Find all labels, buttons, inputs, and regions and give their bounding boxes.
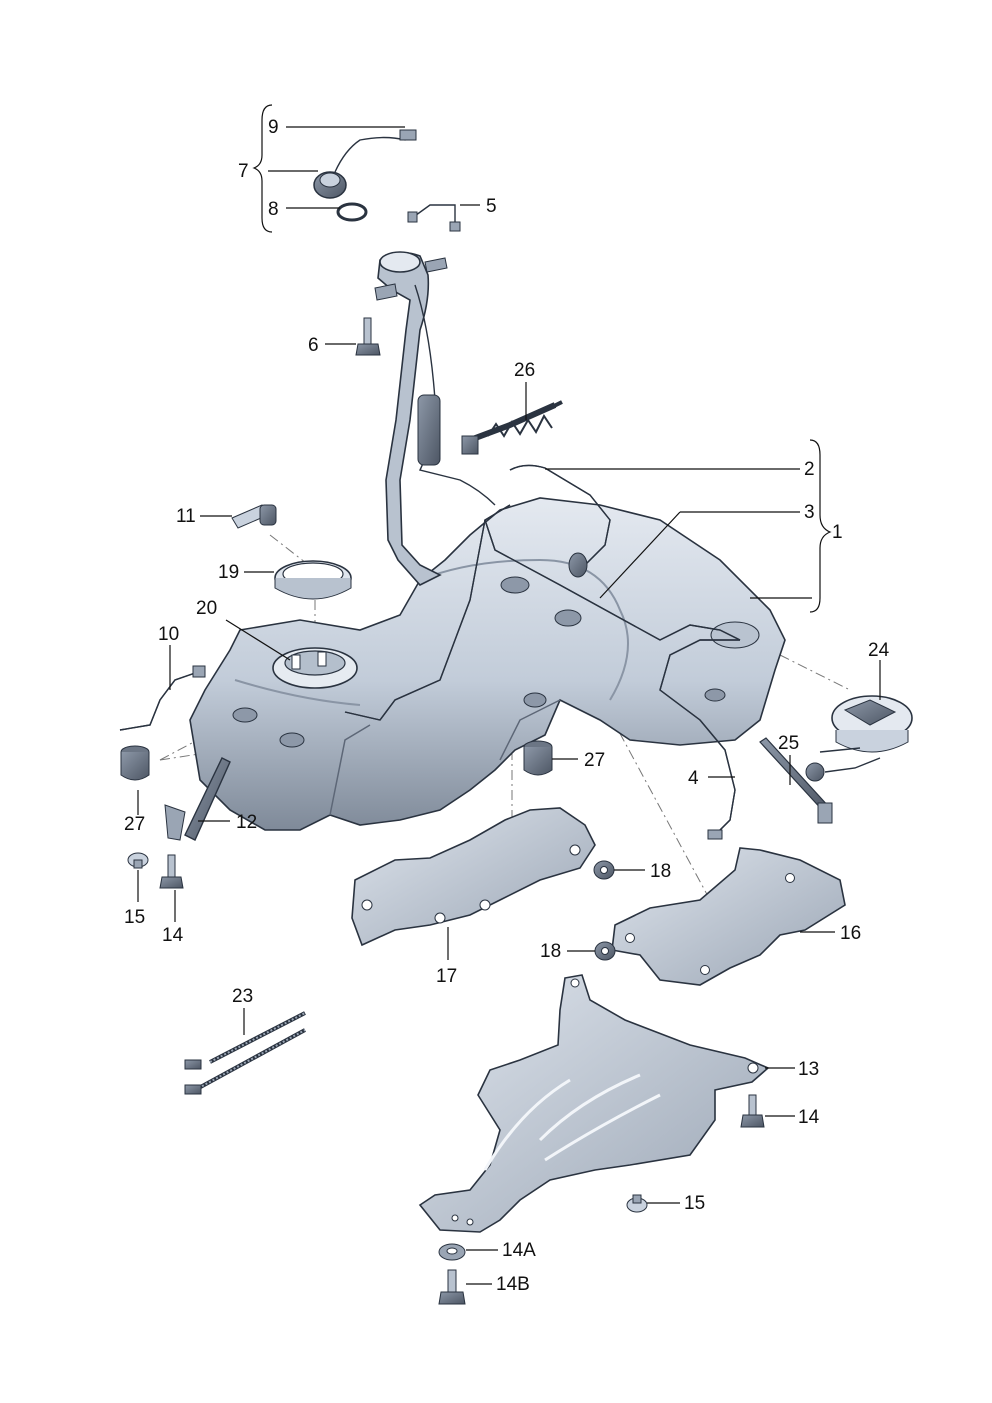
tank-mount-hole (279, 732, 305, 748)
rubber-mount-27-left (120, 745, 150, 781)
bolt-14-left (159, 854, 184, 889)
cable-ties-23 (184, 1011, 306, 1095)
washer-14a (438, 1243, 466, 1261)
nut-18-lower (594, 941, 616, 961)
tank-mount-hole (554, 609, 582, 627)
bracket-group-7 (252, 104, 273, 233)
label-7: 7 (238, 161, 249, 182)
label-14b: 14B (496, 1274, 530, 1295)
bracket-group-1 (809, 439, 832, 613)
label-12: 12 (236, 812, 257, 833)
line-connector (407, 211, 418, 223)
label-16: 16 (840, 923, 861, 944)
label-8: 8 (268, 199, 279, 220)
filler-neck-bracket (374, 283, 398, 301)
bellows-hose-26 (461, 400, 563, 455)
pump-opening (710, 621, 760, 649)
guard-hole (466, 1218, 474, 1226)
filler-neck-mouth (379, 251, 421, 273)
fuel-pump-flange-24 (805, 695, 913, 782)
guard-hole (747, 1062, 759, 1074)
filler-breather-valve (417, 394, 441, 466)
guard-hole (570, 978, 580, 988)
tank-strap-12 (184, 757, 231, 841)
nut-18-upper (593, 860, 615, 880)
leader-lines (137, 126, 881, 1285)
tank-mount-hole (232, 707, 258, 723)
breather-valve (568, 552, 588, 578)
label-14a: 14A (502, 1240, 536, 1261)
shield-hole (361, 899, 373, 911)
label-2: 2 (804, 459, 815, 480)
label-1: 1 (832, 522, 843, 543)
label-3: 3 (804, 502, 815, 523)
tether-9 (334, 129, 416, 173)
label-24: 24 (868, 640, 890, 661)
label-14-right: 14 (798, 1107, 820, 1128)
sender-unit-20 (272, 647, 358, 689)
label-17: 17 (436, 966, 457, 987)
label-14-left: 14 (162, 925, 184, 946)
fuel-cap-7 (313, 171, 347, 199)
angle-connector-11 (231, 504, 277, 529)
label-9: 9 (268, 117, 279, 138)
tether-clip (399, 129, 417, 141)
shield-hole (569, 844, 581, 856)
guard-stamping-lines (483, 1073, 661, 1171)
hose-connector (192, 665, 206, 678)
label-27-left: 27 (124, 814, 145, 835)
part-labels: 9 7 8 5 6 26 2 3 1 11 19 20 10 24 25 27 … (124, 117, 890, 1295)
label-18-lower: 18 (540, 941, 561, 962)
lock-ring-19 (274, 560, 352, 600)
tank-mount-hole (500, 576, 530, 594)
tie-head (184, 1059, 202, 1070)
line-5 (411, 204, 456, 225)
filler-neck-bracket (424, 257, 448, 273)
label-4: 4 (688, 768, 699, 789)
label-11: 11 (176, 506, 196, 527)
tie-head (184, 1084, 202, 1095)
label-18-upper: 18 (650, 861, 671, 882)
heat-shield-16 (611, 847, 846, 986)
label-13: 13 (798, 1059, 819, 1080)
label-5: 5 (486, 196, 497, 217)
label-20: 20 (196, 598, 217, 619)
shield-hole (785, 873, 795, 883)
heat-shield-17 (351, 807, 596, 947)
label-10: 10 (158, 624, 179, 645)
guard-hole (451, 1214, 459, 1222)
shield-hole (700, 965, 710, 975)
label-27-right: 27 (584, 750, 605, 771)
shield-hole (479, 899, 491, 911)
line-connector (449, 221, 461, 232)
underbody-guard-13 (418, 974, 770, 1233)
label-15-left: 15 (124, 907, 145, 928)
shield-hole (434, 912, 446, 924)
line-connector (817, 802, 833, 824)
label-6: 6 (308, 335, 319, 356)
tank-mount-hole (704, 688, 726, 702)
label-15-right: 15 (684, 1193, 705, 1214)
tank-mount-hole (523, 692, 547, 708)
bolt-6 (355, 317, 381, 356)
label-23: 23 (232, 986, 253, 1007)
label-25: 25 (778, 733, 799, 754)
fuel-tank-1 (189, 497, 786, 831)
clip-15-right (626, 1194, 648, 1213)
rubber-mount-27-right (523, 740, 553, 776)
o-ring-8 (336, 202, 368, 222)
shield-hole (625, 933, 635, 943)
line-connector (707, 829, 723, 840)
bolt-14b (438, 1269, 466, 1305)
strap-bracket (164, 804, 186, 841)
clip-15-left (127, 852, 149, 869)
bolt-14-right (740, 1094, 765, 1128)
label-26: 26 (514, 360, 535, 381)
label-19: 19 (218, 562, 239, 583)
